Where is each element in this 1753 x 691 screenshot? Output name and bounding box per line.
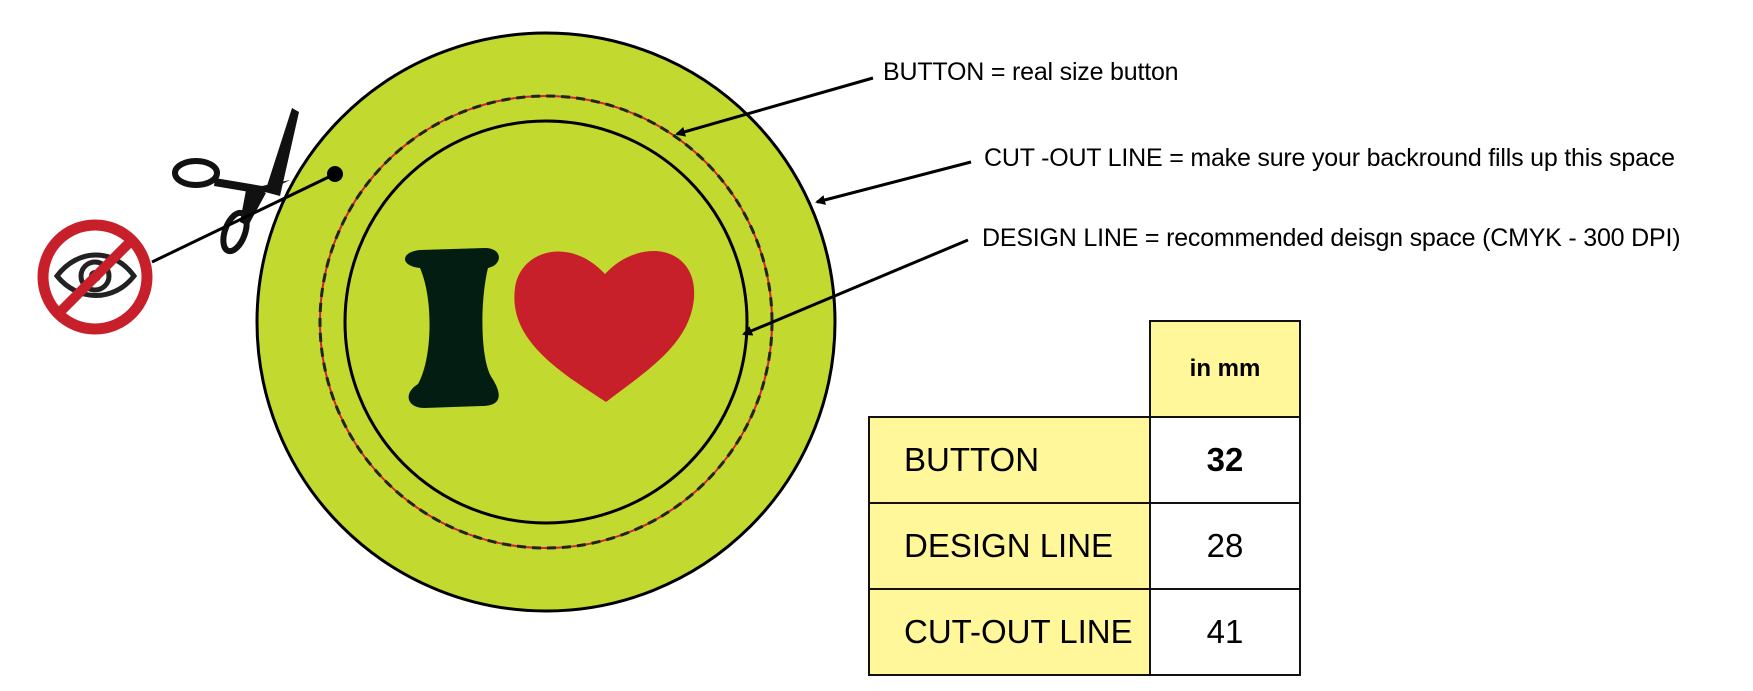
button-annotation: BUTTON = real size button [883,58,1179,86]
no-print-pointer-line [151,172,336,264]
row-label-design-line: DESIGN LINE [868,502,1151,590]
i-letter-icon [405,248,499,408]
design-line-circle [343,119,749,525]
heart-icon [514,251,695,402]
row-value-button: 32 [1149,416,1301,504]
cut-out-arrow [815,160,972,205]
button-arrow [675,76,874,137]
cut-out-line-annotation: CUT -OUT LINE = make sure your backround… [984,144,1675,172]
unit-header: in mm [1149,320,1301,418]
table-row: DESIGN LINE 28 [868,502,1301,590]
design-line-arrow [742,238,969,336]
row-value-cut-out-line: 41 [1149,588,1301,676]
design-line-annotation: DESIGN LINE = recommended deisgn space (… [982,224,1681,252]
table-row: CUT-OUT LINE 41 [868,588,1301,676]
row-label-cut-out-line: CUT-OUT LINE [868,588,1151,676]
eye-prohibited-icon [37,219,153,335]
table-header-row: in mm [869,320,1301,418]
size-table: in mm BUTTON 32 DESIGN LINE 28 CUT-OUT L… [868,320,1301,676]
row-label-button: BUTTON [868,416,1151,504]
pointer-dot [327,166,343,182]
table-row: BUTTON 32 [868,416,1301,504]
table-corner [869,321,1150,417]
row-value-design-line: 28 [1149,502,1301,590]
